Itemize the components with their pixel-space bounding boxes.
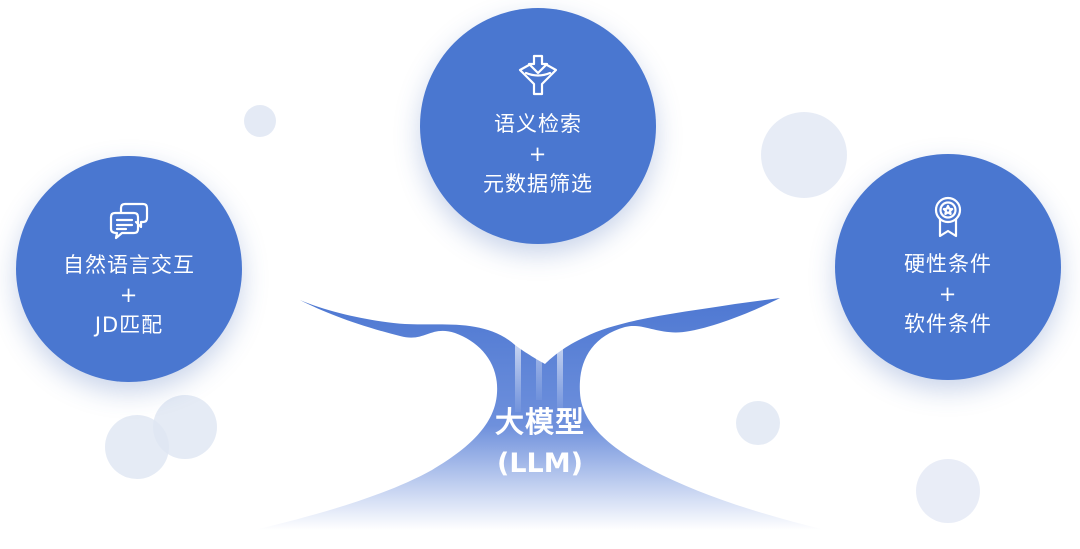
tree-trunk-shape — [255, 298, 825, 530]
node-label-line3: 元数据筛选 — [483, 172, 593, 196]
decorative-bubbles — [105, 105, 980, 523]
arrow-left — [510, 313, 526, 412]
llm-subtitle: (LLM) — [497, 448, 583, 479]
node-label-line1: 硬性条件 — [904, 252, 992, 276]
node-label-plus: + — [119, 283, 139, 307]
node-conditions: 硬性条件 + 软件条件 — [835, 154, 1061, 380]
node-label-line1: 自然语言交互 — [63, 253, 195, 277]
upward-arrows — [510, 282, 568, 412]
node-label-plus: + — [528, 142, 548, 166]
node-label-plus: + — [938, 282, 958, 306]
bubble — [916, 459, 980, 523]
chat-bubbles-icon — [109, 202, 149, 240]
llm-title: 大模型 — [494, 405, 585, 439]
node-natural-language: 自然语言交互 + JD匹配 — [16, 156, 242, 382]
bubble — [736, 401, 780, 445]
node-label-line3: 软件条件 — [904, 312, 992, 336]
bubble — [153, 395, 217, 459]
node-label-line1: 语义检索 — [494, 112, 582, 136]
bubble — [244, 105, 276, 137]
funnel-icon — [518, 54, 558, 96]
award-badge-icon — [934, 196, 962, 238]
bubble — [105, 415, 169, 479]
node-label-line3: JD匹配 — [94, 313, 164, 337]
arrow-right — [552, 313, 568, 412]
node-semantic-search: 语义检索 + 元数据筛选 — [420, 8, 656, 244]
bubble — [761, 112, 847, 198]
arrow-center — [530, 282, 548, 400]
